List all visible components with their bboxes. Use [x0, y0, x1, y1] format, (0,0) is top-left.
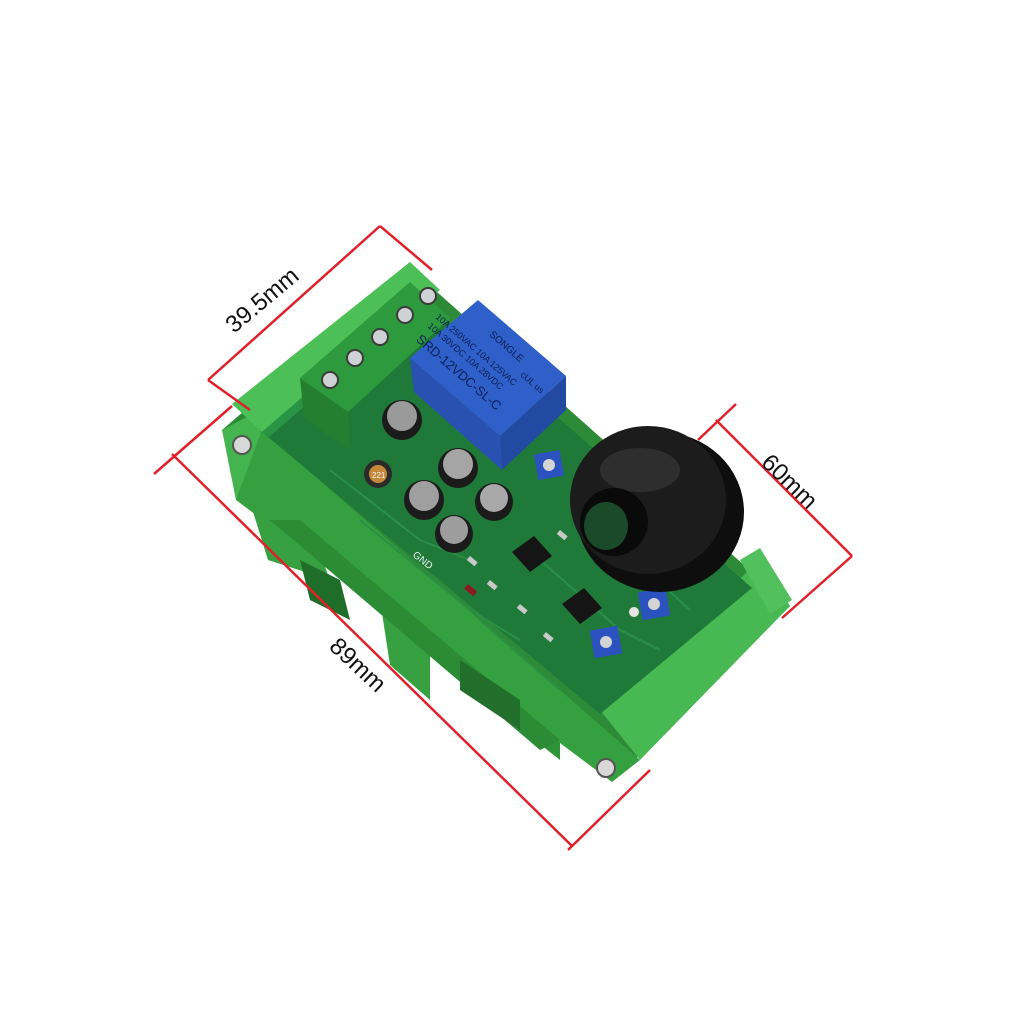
trimmer-screw — [543, 459, 555, 471]
enclosure-top-rail-right — [740, 548, 792, 614]
enclosure-side-wall — [236, 430, 640, 782]
din-rail-foot-mid — [380, 600, 430, 700]
terminal-screw — [321, 371, 339, 389]
terminal-screw — [396, 306, 414, 324]
dimension-annotations — [153, 225, 853, 851]
terminal-screw — [419, 287, 437, 305]
ct-coil-highlight — [600, 448, 680, 492]
side-wall-slot — [300, 560, 350, 620]
ic-chip — [512, 536, 552, 572]
relay: SONGLE 10A 250VAC 10A 125VAC 10A 30VDC 1… — [410, 300, 566, 470]
width-dimension-line — [207, 225, 381, 381]
capacitor-top — [480, 484, 508, 512]
capacitor-top — [443, 449, 473, 479]
terminal-screws — [321, 287, 437, 389]
height-dimension-line — [715, 419, 853, 557]
smd-resistor — [466, 555, 478, 567]
trimmer-screw — [648, 598, 660, 610]
relay-front — [410, 358, 502, 470]
terminal-block-front — [300, 378, 350, 450]
module: SONGLE 10A 250VAC 10A 125VAC 10A 30VDC 1… — [222, 262, 792, 782]
integrated-circuits — [512, 536, 602, 624]
length-dimension-extension — [567, 769, 651, 851]
smd-resistor — [542, 632, 554, 643]
smd-resistor — [516, 604, 528, 615]
side-wall-slot-2 — [460, 660, 520, 730]
capacitor-top — [387, 401, 417, 431]
screw-terminal-block — [300, 282, 450, 450]
width-dimension-extension — [379, 225, 433, 271]
enclosure-end-plate-right — [600, 560, 790, 760]
width-dimension-extension — [207, 378, 251, 412]
mounting-screw-bottom-right — [596, 758, 616, 778]
height-dimension-extension — [697, 403, 737, 441]
terminal-screw — [371, 328, 389, 346]
trimmer-potentiometers — [533, 449, 671, 659]
smd-diode — [464, 583, 478, 597]
trimmer-screw — [600, 636, 612, 648]
capacitors — [382, 400, 513, 553]
ct-coil-window-inner — [584, 502, 628, 550]
smd-resistor — [556, 529, 568, 541]
capacitor-top — [409, 481, 439, 511]
height-dimension-extension — [781, 555, 853, 619]
relay-top — [410, 300, 566, 436]
inductor-label: 221 — [372, 471, 386, 480]
ic-chip — [562, 588, 602, 624]
smd-resistor — [486, 579, 498, 591]
length-dimension-extension — [153, 405, 233, 475]
terminal-screw — [346, 349, 364, 367]
relay-side — [500, 376, 566, 470]
mounting-screw-top-left — [232, 435, 252, 455]
indicator-led — [629, 607, 639, 617]
current-transformer — [570, 426, 744, 592]
length-dimension-line — [171, 453, 573, 847]
capacitor-top — [440, 516, 468, 544]
inductor-core — [369, 465, 387, 483]
inductor: 221 — [364, 460, 392, 488]
